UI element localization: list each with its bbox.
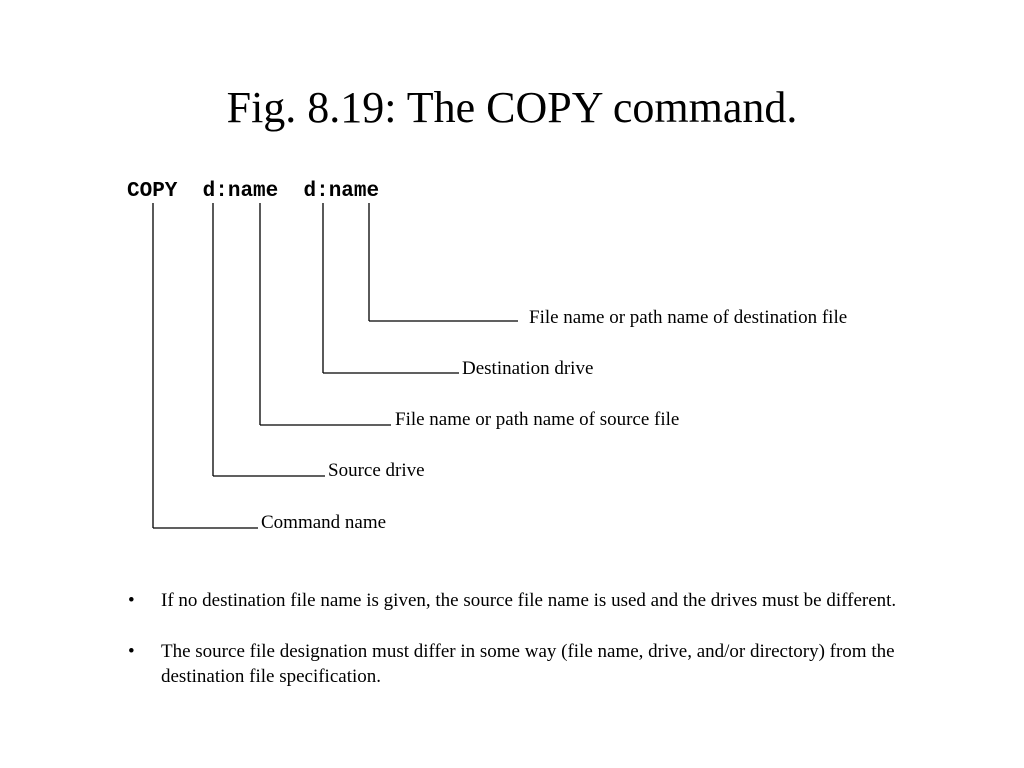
bullet-icon: • <box>128 641 135 662</box>
syntax-command: COPY <box>127 180 178 203</box>
notes-list: • If no destination file name is given, … <box>128 588 918 715</box>
note-item: • The source file designation must diffe… <box>128 639 918 689</box>
note-text: The source file designation must differ … <box>161 641 895 687</box>
label-source-name: File name or path name of source file <box>395 409 680 430</box>
bullet-icon: • <box>128 590 135 611</box>
label-source-drive: Source drive <box>328 460 425 481</box>
note-text: If no destination file name is given, th… <box>161 590 897 611</box>
syntax-source: d:name <box>202 180 279 203</box>
command-syntax: COPY d:name d:name <box>127 180 379 204</box>
label-command-name: Command name <box>261 512 387 533</box>
note-item: • If no destination file name is given, … <box>128 588 918 613</box>
label-dest-drive: Destination drive <box>462 358 594 379</box>
slide-title: Fig. 8.19: The COPY command. <box>226 83 798 132</box>
syntax-destination: d:name <box>303 180 380 203</box>
label-dest-name: File name or path name of destination fi… <box>529 307 848 328</box>
